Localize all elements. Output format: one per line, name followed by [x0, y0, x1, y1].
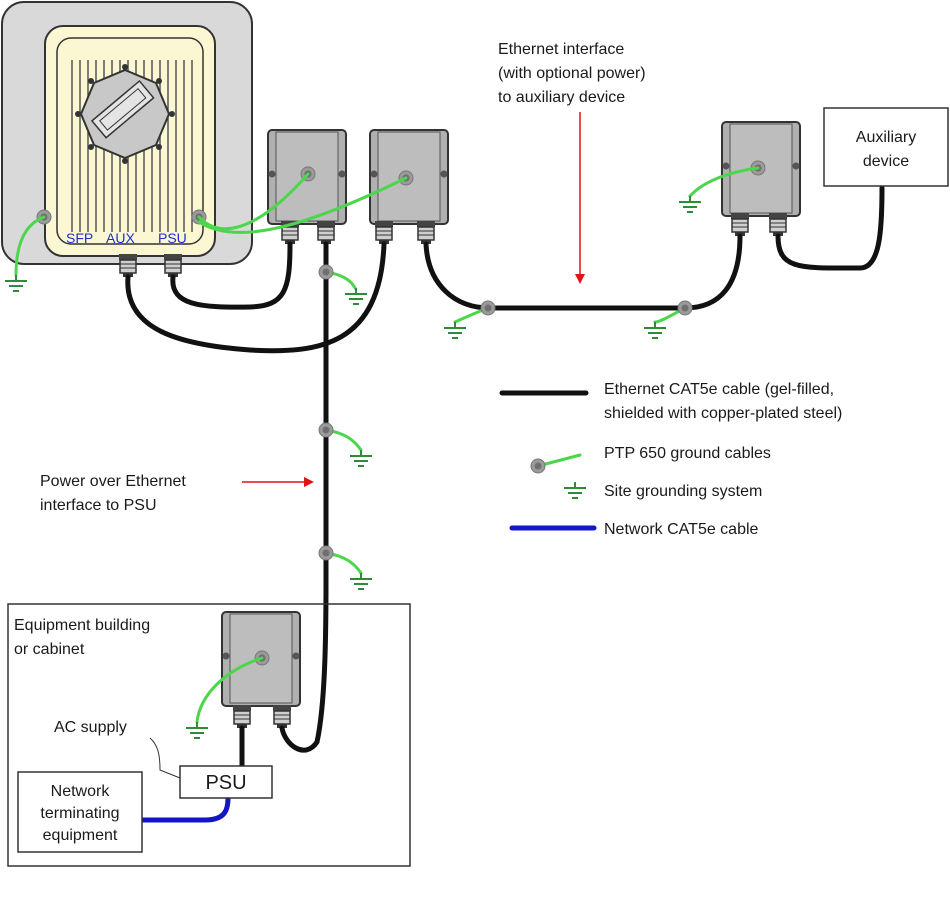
svg-text:Equipment building: Equipment building	[14, 617, 150, 634]
lpu-aux-device	[721, 121, 801, 237]
network-cables	[139, 525, 597, 823]
legend-site-grounding: Site grounding system	[604, 483, 762, 500]
ac-supply-label: AC supply	[54, 719, 127, 736]
nte-box	[17, 771, 143, 853]
svg-text:shielded with copper-plated st: shielded with copper-plated steel)	[604, 405, 842, 422]
poe-interface-annotation: Power over Ethernet interface to PSU	[40, 473, 314, 514]
svg-text:PSU: PSU	[205, 772, 246, 794]
psu-box	[179, 765, 273, 799]
svg-text:device: device	[863, 153, 909, 170]
legend-ground-cables: PTP 650 ground cables	[604, 445, 771, 462]
ground-symbols	[4, 195, 702, 739]
port-label-aux: AUX	[106, 230, 135, 246]
legend-ethernet-cable: Ethernet CAT5e cable (gel-filled,	[604, 381, 834, 398]
svg-text:Network: Network	[51, 783, 111, 800]
svg-text:interface to PSU: interface to PSU	[40, 497, 157, 514]
legend: Ethernet CAT5e cable (gel-filled, shield…	[604, 381, 842, 538]
legend-network-cable: Network CAT5e cable	[604, 521, 759, 538]
lpu-aux-top	[369, 129, 449, 245]
svg-text:(with optional power): (with optional power)	[498, 65, 646, 82]
ethernet-cables	[125, 185, 885, 769]
svg-text:Ethernet interface: Ethernet interface	[498, 41, 624, 58]
svg-text:or cabinet: or cabinet	[14, 641, 85, 658]
odu-unit: SFP AUX PSU	[1, 1, 253, 278]
aux-interface-annotation: Ethernet interface (with optional power)…	[498, 41, 646, 284]
svg-text:Auxiliary: Auxiliary	[856, 129, 916, 146]
equipment-building: Equipment building or cabinet AC supply …	[7, 603, 411, 867]
svg-text:terminating: terminating	[40, 805, 119, 822]
port-label-psu: PSU	[158, 230, 187, 246]
svg-text:to auxiliary device: to auxiliary device	[498, 89, 625, 106]
svg-text:Power over Ethernet: Power over Ethernet	[40, 473, 186, 490]
port-label-sfp: SFP	[66, 230, 93, 246]
svg-text:equipment: equipment	[43, 827, 118, 844]
auxiliary-device: Auxiliary device	[823, 107, 949, 187]
